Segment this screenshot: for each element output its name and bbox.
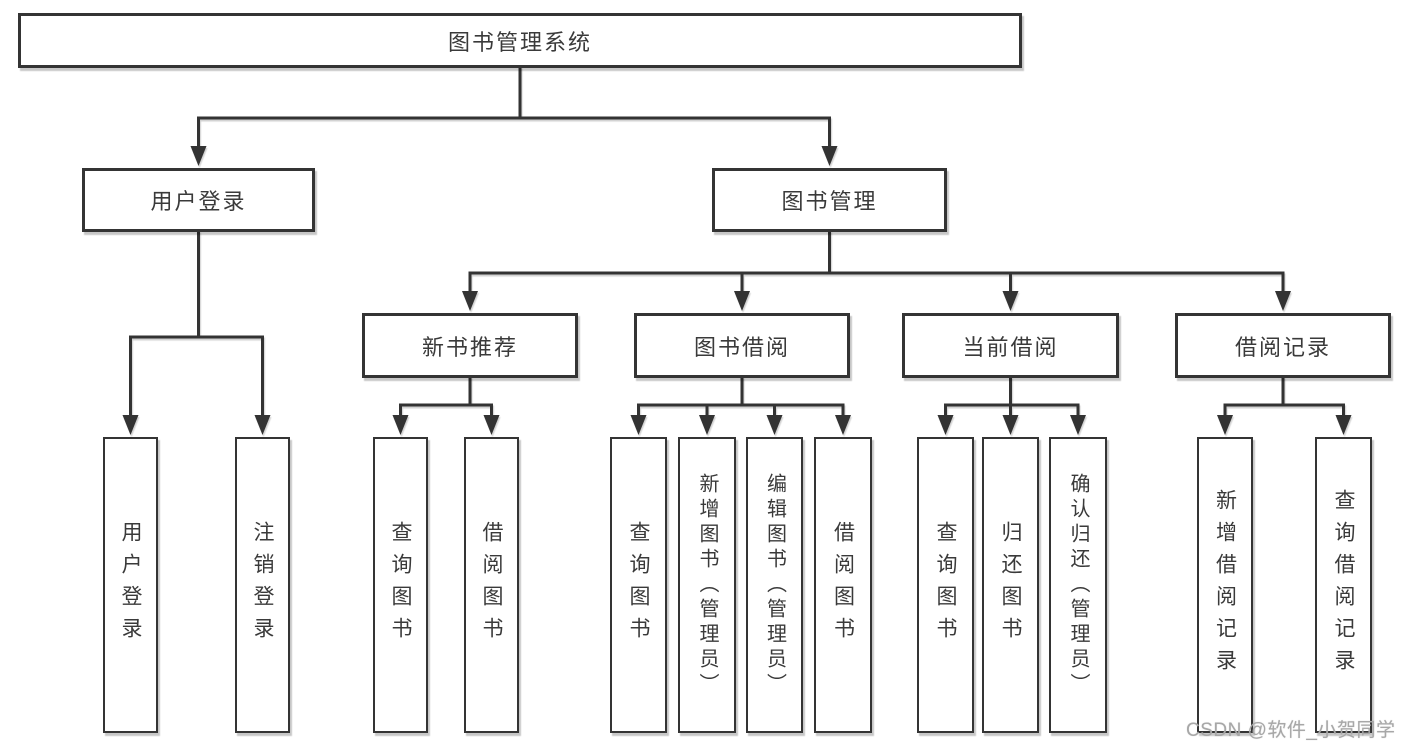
leaf-query-books-recommend: 查询图书	[373, 437, 428, 733]
leaf-query-books-borrow: 查询图书	[610, 437, 667, 733]
leaf-add-borrow-record: 新增借阅记录	[1197, 437, 1253, 733]
node-new-book-recommend: 新书推荐	[362, 313, 578, 378]
leaf-return-books: 归还图书	[982, 437, 1039, 733]
leaf-user-login: 用户登录	[103, 437, 158, 733]
node-user-login: 用户登录	[82, 168, 315, 232]
node-current-borrow: 当前借阅	[902, 313, 1119, 378]
csdn-watermark: CSDN @软件_小贺同学	[1186, 720, 1396, 741]
connector-edges	[129, 66, 1345, 421]
leaf-confirm-return-admin: 确认归还（管理员）	[1049, 437, 1107, 733]
node-borrow-records: 借阅记录	[1175, 313, 1391, 378]
leaf-borrow-books-recommend: 借阅图书	[464, 437, 519, 733]
leaf-query-books-current: 查询图书	[917, 437, 974, 733]
arrowheads	[122, 146, 1352, 435]
leaf-add-books-admin: 新增图书（管理员）	[678, 437, 736, 733]
node-book-borrow: 图书借阅	[634, 313, 850, 378]
leaf-edit-books-admin: 编辑图书（管理员）	[746, 437, 803, 733]
node-root-system: 图书管理系统	[18, 13, 1022, 68]
leaf-logout: 注销登录	[235, 437, 290, 733]
leaf-borrow-books: 借阅图书	[814, 437, 872, 733]
leaf-query-borrow-record: 查询借阅记录	[1315, 437, 1372, 733]
node-book-management: 图书管理	[712, 168, 947, 232]
